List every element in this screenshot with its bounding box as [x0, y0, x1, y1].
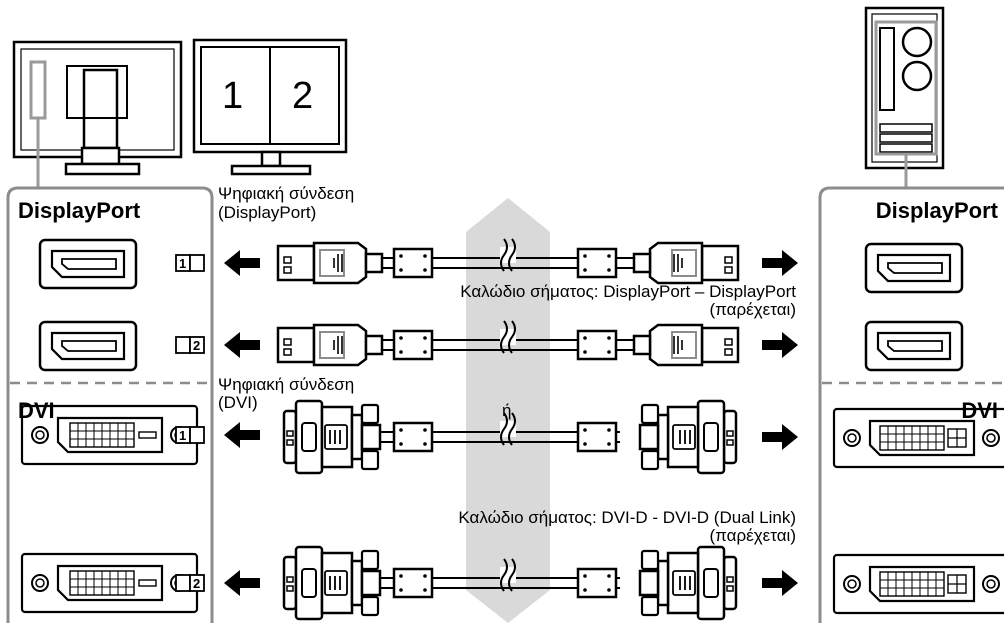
displayport-cable-supplied: (παρέχεται) [709, 300, 796, 319]
monitor-displayport-2-port [38, 320, 138, 372]
monitor-front-view [192, 38, 348, 176]
background-double-arrow [466, 198, 550, 623]
arrow-to-monitor-dvi1 [224, 422, 260, 448]
pc-displayport-port-top [864, 242, 964, 294]
displayport-connection-subtitle: (DisplayPort) [218, 203, 317, 222]
arrow-to-pc-dp1 [762, 250, 798, 276]
arrow-to-monitor-dp2 [224, 332, 260, 358]
screen-number-2: 2 [292, 75, 314, 117]
arrow-to-pc-dp2 [762, 332, 798, 358]
dvi-connection-title: Ψηφιακή σύνδεση [218, 375, 355, 394]
pc-displayport-port-bottom [864, 320, 964, 372]
displayport-cable-label: Καλώδιο σήματος: DisplayPort – DisplayPo… [460, 282, 796, 301]
badge-number-1-dp: 1 [179, 256, 187, 271]
monitor-displayport-1-port [38, 238, 138, 290]
badge-number-2-dp: 2 [193, 338, 201, 353]
dvi-cable-label: Καλώδιο σήματος: DVI-D - DVI-D (Dual Lin… [458, 508, 796, 527]
pc-tower [864, 6, 945, 188]
monitor-dvi-2-port [20, 552, 199, 614]
dvi-connection-subtitle: (DVI) [218, 393, 258, 412]
input-2-badge-dvi [175, 574, 205, 592]
pc-displayport-heading: DisplayPort [875, 198, 998, 223]
input-1-badge-dvi [175, 426, 205, 444]
pc-dvi-port-bottom [832, 553, 1004, 615]
displayport-connection-title: Ψηφιακή σύνδεση [218, 184, 355, 203]
pc-panel [818, 186, 1004, 623]
monitor-rear-view [12, 40, 183, 188]
monitor-dvi-heading: DVI [18, 398, 55, 423]
input-2-badge-dp [175, 336, 205, 354]
badge-number-1-dvi: 1 [179, 428, 187, 443]
or-label: ή [502, 401, 512, 420]
dvi-cable-supplied: (παρέχεται) [709, 526, 796, 545]
input-1-badge-dp [175, 254, 205, 272]
monitor-displayport-heading: DisplayPort [18, 198, 141, 223]
screen-number-1: 1 [222, 75, 244, 117]
pc-dvi-heading: DVI [961, 398, 998, 423]
arrow-to-pc-dvi1 [762, 424, 798, 450]
arrow-to-monitor-dp1 [224, 250, 260, 276]
badge-number-2-dvi: 2 [193, 576, 201, 591]
arrow-to-pc-dvi2 [762, 570, 798, 596]
arrow-to-monitor-dvi2 [224, 570, 260, 596]
